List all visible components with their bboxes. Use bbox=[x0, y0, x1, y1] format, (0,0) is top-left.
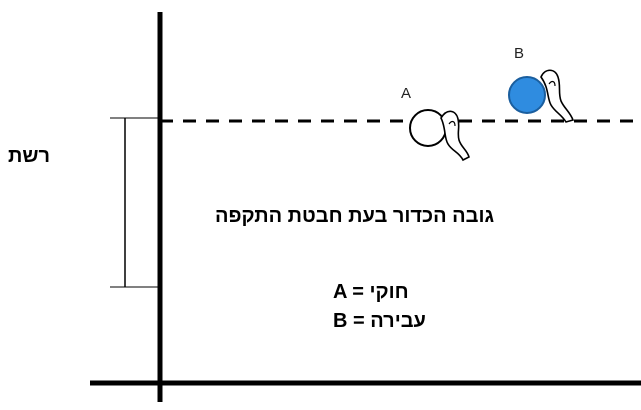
hand-a-icon bbox=[440, 110, 470, 162]
net-label: רשת bbox=[8, 145, 50, 167]
ball-a-letter: A bbox=[401, 85, 411, 102]
legend-b-label: B = עבירה bbox=[333, 310, 426, 332]
ball-b bbox=[508, 76, 546, 114]
legend-a-label: A = חוקי bbox=[333, 281, 409, 303]
net-height-bracket bbox=[110, 117, 160, 288]
ball-b-letter: B bbox=[514, 45, 524, 62]
ball-a bbox=[409, 109, 447, 147]
ball-a-group: A bbox=[401, 85, 470, 162]
ball-b-group: B bbox=[508, 45, 575, 123]
ball-height-label: גובה הכדור בעת חבטת התקפה bbox=[215, 205, 495, 227]
